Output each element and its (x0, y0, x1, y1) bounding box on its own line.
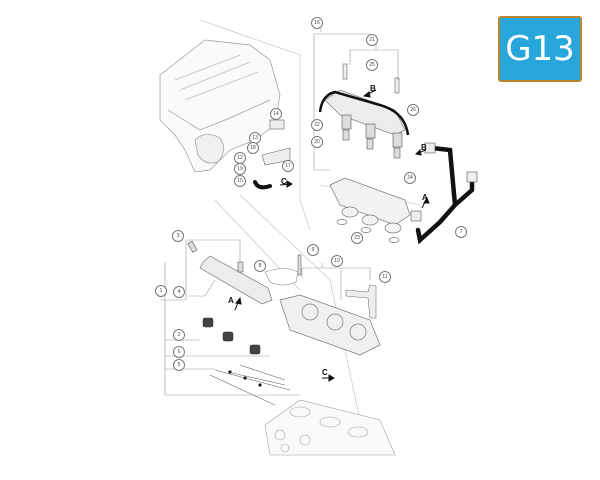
throttle-bodies (279, 254, 381, 356)
leader-lines (160, 28, 399, 396)
callout-12: 12 (234, 152, 246, 164)
callout-10: 10 (331, 255, 343, 267)
callout-1: 1 (155, 285, 167, 297)
upper-fuel-rail (318, 63, 410, 159)
fuel-hose (410, 142, 478, 245)
callout-20: 20 (311, 136, 323, 148)
callout-17: 17 (282, 160, 294, 172)
arrow-c-top-label: C (281, 177, 287, 186)
callout-18: 18 (247, 142, 259, 154)
callout-6: 6 (173, 346, 185, 358)
callout-25: 25 (366, 59, 378, 71)
callout-16: 16 (311, 17, 323, 29)
airbox-cover (159, 39, 281, 173)
callout-14: 14 (270, 108, 282, 120)
arrow-b-hose-label: B (421, 143, 427, 152)
callout-11: 11 (379, 271, 391, 283)
callout-15: 15 (234, 175, 246, 187)
intake-manifold (329, 177, 411, 243)
arrow-a-rail-label: A (228, 296, 234, 305)
cylinder-head (264, 399, 396, 456)
arrow-a-hose-label: A (422, 193, 428, 202)
arrow-c-bottom-label: C (322, 368, 328, 377)
arrow-b-top-label: B (370, 84, 376, 93)
direction-arrows (234, 89, 430, 382)
callout-26: 26 (407, 104, 419, 116)
callout-7: 7 (455, 226, 467, 238)
callout-19: 19 (234, 163, 246, 175)
callout-8: 8 (254, 260, 266, 272)
callout-4: 4 (173, 286, 185, 298)
callout-24: 24 (404, 172, 416, 184)
bolt-set (209, 364, 291, 406)
callout-5: 5 (173, 359, 185, 371)
callout-23: 23 (351, 232, 363, 244)
bracket (345, 284, 377, 319)
callout-22: 22 (311, 119, 323, 131)
section-badge-label: G13 (505, 29, 575, 69)
injectors (202, 317, 261, 355)
callout-3: 3 (172, 230, 184, 242)
section-badge: G13 (498, 16, 582, 82)
callout-9: 9 (307, 244, 319, 256)
callout-21: 21 (366, 34, 378, 46)
callout-2: 2 (173, 329, 185, 341)
lower-fuel-rail (187, 240, 299, 305)
